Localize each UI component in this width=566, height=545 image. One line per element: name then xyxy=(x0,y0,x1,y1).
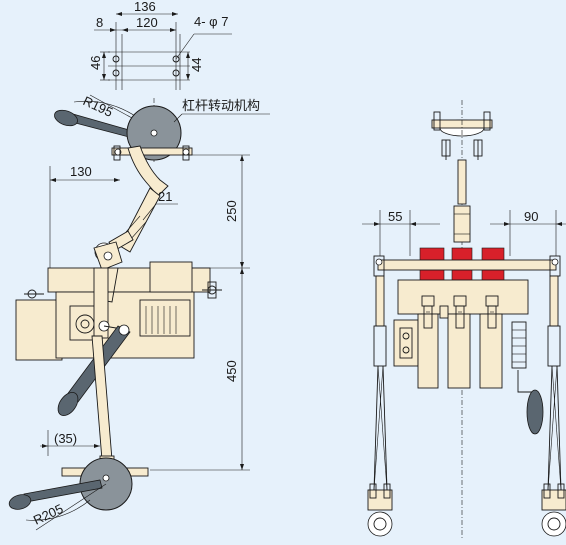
dim-46: 46 xyxy=(88,56,103,70)
dim-35: (35) xyxy=(54,431,77,446)
dim-35-group: (35) xyxy=(40,430,100,456)
dim-130-group: 130 xyxy=(49,164,120,280)
mid-handle-knob xyxy=(57,392,79,416)
dim-250: 250 xyxy=(224,200,239,222)
dim-130: 130 xyxy=(70,164,92,179)
right-switch-body xyxy=(393,279,529,389)
dim-136: 136 xyxy=(134,0,156,14)
upper-lever-mechanism: R195 杠杆转动机构 xyxy=(54,93,270,162)
vertical-dims: 250 450 xyxy=(150,154,250,471)
right-wheel xyxy=(541,511,566,537)
right-view: 55 90 xyxy=(362,100,566,540)
linkage-rod: 21 xyxy=(108,145,178,253)
bottom-wheels xyxy=(367,483,566,537)
right-handle-knob xyxy=(526,389,544,435)
upper-handle-knob xyxy=(54,109,78,127)
dim-8: 8 xyxy=(96,15,103,30)
cross-bar xyxy=(373,255,561,277)
mounting-hole-pattern: 136 120 8 4- φ 7 46 44 xyxy=(88,0,232,90)
left-wheel xyxy=(367,511,393,537)
label-part-21: 21 xyxy=(158,189,172,204)
dim-r195: R195 xyxy=(81,93,116,120)
switch-body xyxy=(15,241,222,361)
dim-90: 90 xyxy=(524,209,538,224)
lower-handle-knob xyxy=(8,494,32,510)
dim-55: 55 xyxy=(388,209,402,224)
top-dims: 55 90 xyxy=(362,209,566,256)
dim-44: 44 xyxy=(189,58,204,72)
dim-120: 120 xyxy=(136,15,158,30)
center-shaft xyxy=(453,159,471,243)
dim-holes: 4- φ 7 xyxy=(194,14,228,29)
lower-lever-mechanism: R205 xyxy=(8,457,149,531)
label-lever-mechanism: 杠杆转动机构 xyxy=(182,98,260,114)
left-view: 136 120 8 4- φ 7 46 44 R195 xyxy=(8,0,270,531)
dim-r205: R205 xyxy=(31,501,66,528)
side-rods xyxy=(373,275,562,491)
right-handle xyxy=(517,370,544,435)
dim-450: 450 xyxy=(224,360,239,382)
